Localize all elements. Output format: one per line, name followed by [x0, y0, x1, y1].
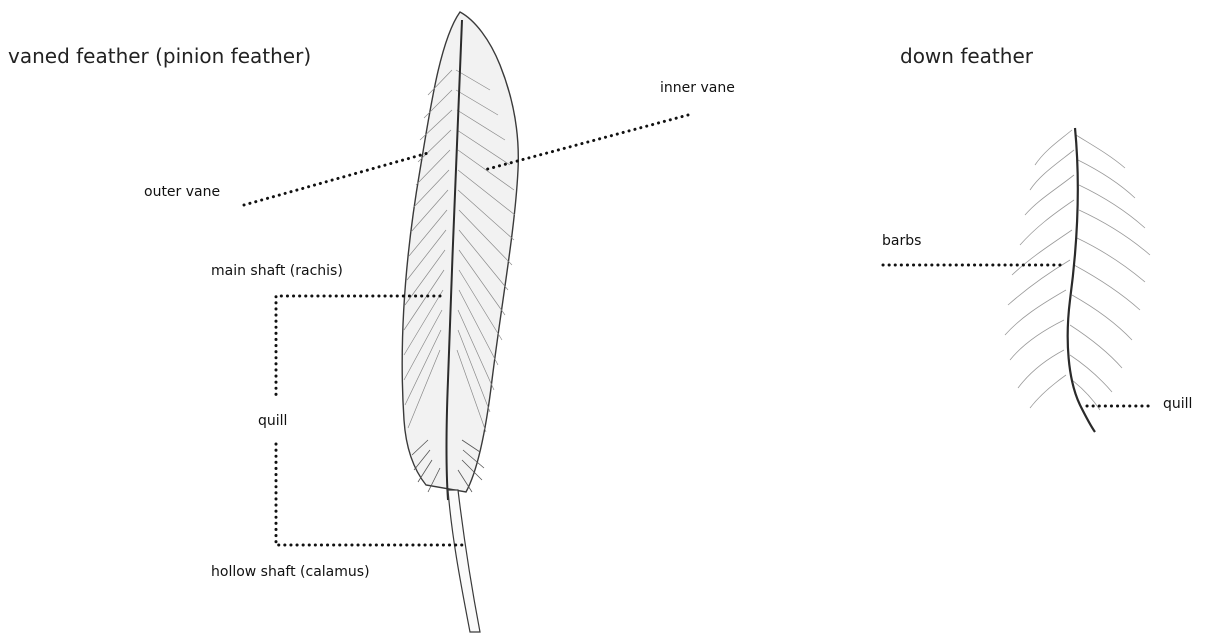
hollow-shaft-label: hollow shaft (calamus) — [211, 564, 370, 580]
outer-vane-leader — [244, 153, 428, 205]
inner-vane-label: inner vane — [660, 80, 735, 96]
leader-lines — [244, 115, 1152, 545]
barbs-label: barbs — [882, 233, 921, 249]
down-feather-illustration — [1005, 128, 1150, 432]
outer-vane-label: outer vane — [144, 184, 220, 200]
vaned-feather-illustration — [402, 12, 518, 632]
main-shaft-label: main shaft (rachis) — [211, 263, 343, 279]
quill-label: quill — [258, 413, 287, 429]
down-quill-label: quill — [1163, 396, 1192, 412]
